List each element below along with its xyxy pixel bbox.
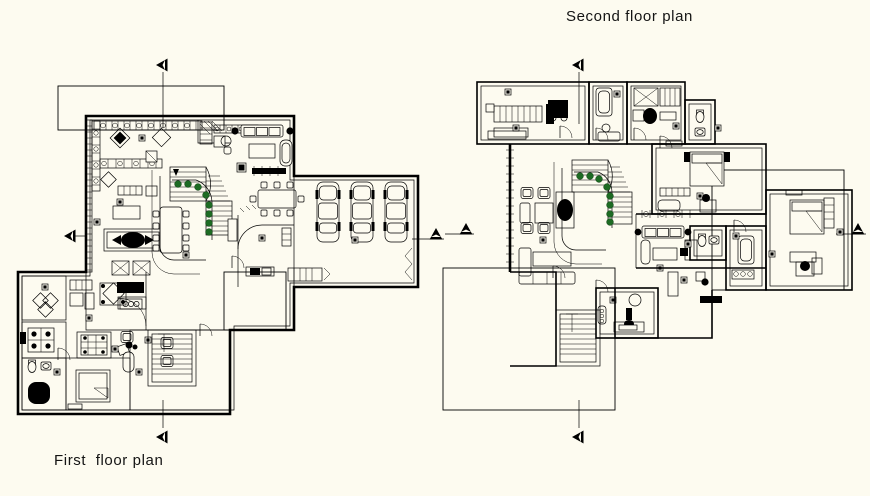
- roof-projection-top: [57, 85, 225, 131]
- section-marker-left-2: [445, 223, 474, 235]
- first-floor-inner-wall: [21, 119, 415, 411]
- section-marker-top: [156, 58, 168, 128]
- curved-staircase-second: [553, 159, 633, 265]
- kitchen-dining-table: [152, 206, 190, 254]
- roof-terrace-outline: [442, 267, 616, 411]
- room-master-suite: [725, 189, 853, 291]
- room-bath-center-second: [684, 225, 727, 261]
- room-bath-upper-right: [684, 99, 722, 145]
- terrace-walls-second: [510, 265, 713, 367]
- room-living-second: [634, 210, 766, 303]
- room-bedroom-upper-center: [626, 81, 686, 145]
- floor-motif: [100, 127, 172, 188]
- room-kitchen: [91, 120, 203, 310]
- kitchen-island: [103, 228, 163, 252]
- room-lounge-second: [506, 144, 576, 285]
- curved-staircase-first: [151, 166, 233, 275]
- room-bedroom-upper-left: [476, 81, 590, 145]
- room-bedroom-right-upper: [651, 135, 767, 215]
- room-bathroom-first: [20, 321, 231, 411]
- section-marker-left: [64, 229, 86, 243]
- hatched-left-wall: [85, 119, 93, 273]
- room-dining: [249, 181, 305, 217]
- section-marker-bottom-2: [572, 400, 584, 444]
- first-floor-outer-wall: [16, 114, 420, 416]
- room-entry-hall: [227, 204, 331, 287]
- room-living: [220, 124, 294, 176]
- second-floor-plan-label: Second floor plan: [566, 8, 693, 25]
- straight-staircase-first: [147, 323, 213, 387]
- room-study-second: [595, 279, 659, 339]
- first-floor-plan: [16, 58, 444, 444]
- room-garage: [293, 175, 419, 288]
- second-floor-plan: [442, 58, 866, 444]
- section-marker-top-2: [572, 58, 584, 124]
- first-floor-plan-label: First floor plan: [54, 452, 164, 469]
- site-outline-lower: [223, 271, 287, 331]
- section-marker-bottom: [156, 400, 168, 444]
- straight-staircase-second: [555, 309, 601, 367]
- room-bathroom-upper: [588, 81, 628, 145]
